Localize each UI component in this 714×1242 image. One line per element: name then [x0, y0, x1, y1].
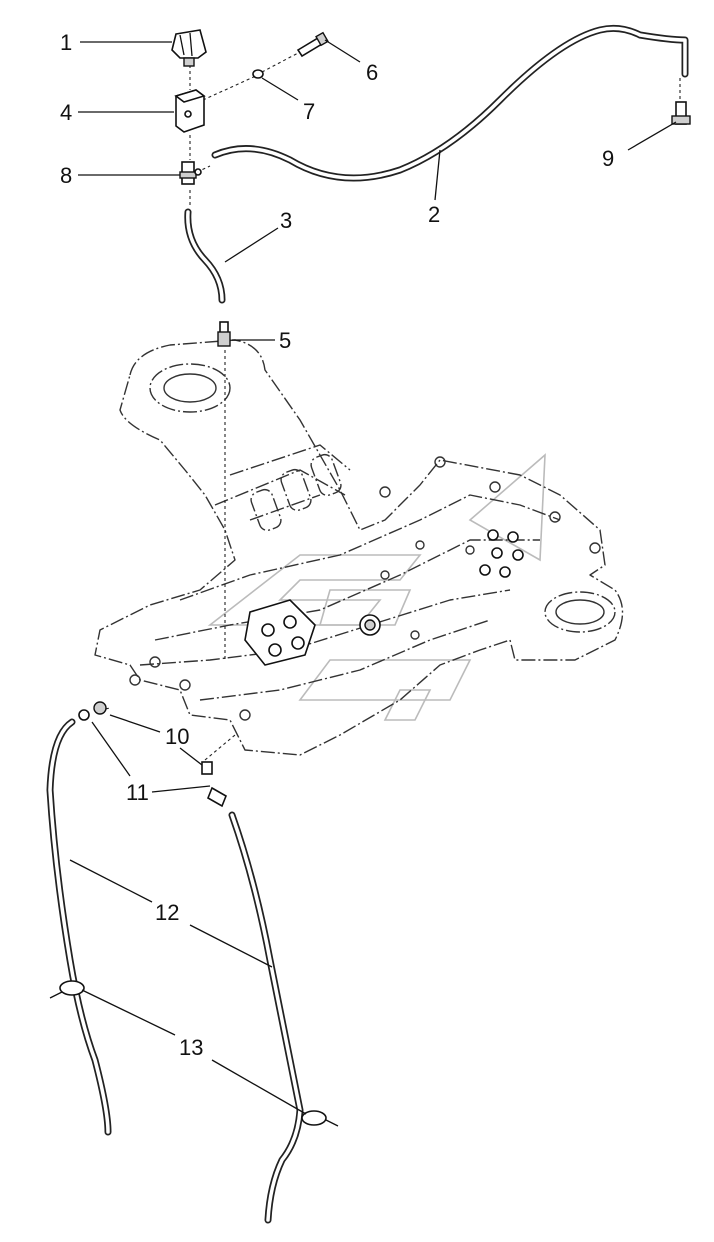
chassis-frame	[94, 339, 624, 756]
callout-3: 3	[280, 208, 292, 233]
hose-2	[211, 24, 689, 182]
callout-6: 6	[366, 60, 378, 85]
callout-2: 2	[428, 202, 440, 227]
part-9-fitting	[671, 101, 691, 125]
frame-valve-block	[244, 599, 381, 666]
callout-11: 11	[126, 780, 149, 805]
leader-lines	[69, 39, 677, 1115]
part-8-fitting	[179, 161, 202, 185]
part-5-fitting	[217, 321, 231, 347]
part-4-block	[174, 89, 206, 133]
part-6-bolt	[296, 31, 329, 58]
callout-13: 13	[179, 1035, 203, 1060]
callout-5: 5	[279, 328, 291, 353]
callout-10: 10	[165, 724, 189, 749]
part-7-washer	[252, 69, 264, 79]
callout-12: 12	[155, 900, 179, 925]
callout-4: 4	[60, 100, 72, 125]
frame-port-cluster	[479, 529, 524, 578]
callout-8: 8	[60, 163, 72, 188]
callout-9: 9	[602, 146, 614, 171]
part-13-clamps	[49, 980, 339, 1127]
hose-12	[46, 718, 304, 1224]
callout-1: 1	[60, 30, 72, 55]
part-11-fitting	[78, 709, 228, 808]
callout-7: 7	[303, 99, 315, 124]
hose-3	[184, 208, 226, 304]
assembly-guides	[99, 51, 681, 761]
part-1-cap	[171, 29, 207, 67]
watermark-logo	[207, 453, 546, 721]
callout-labels: 1 2 3 4 5 6 7 8 9 10 11 12 13	[60, 30, 614, 1060]
part-10-fitting	[93, 701, 213, 775]
